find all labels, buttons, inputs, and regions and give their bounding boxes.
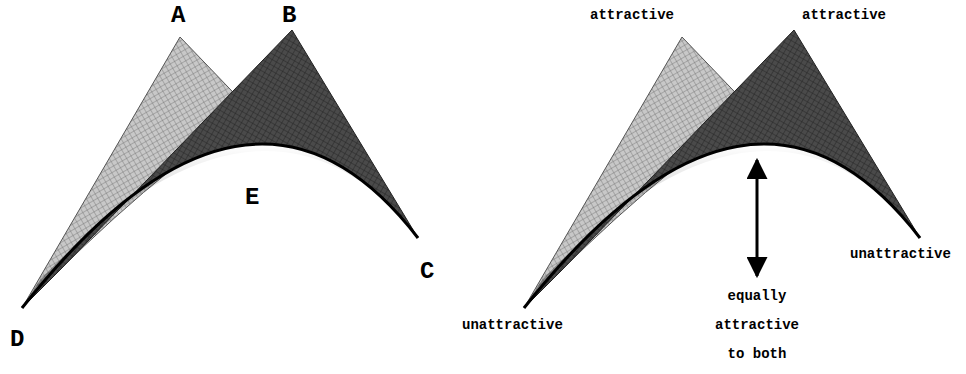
corner-note: unattractive	[462, 316, 563, 334]
landscape-right	[524, 30, 920, 308]
peak-letter: B	[282, 2, 296, 30]
landscape-left	[22, 30, 418, 308]
peak-note: attractive	[590, 6, 674, 24]
double-arrow	[756, 160, 759, 276]
peak-letter: A	[171, 2, 185, 30]
peak-note: attractive	[802, 6, 886, 24]
valley-note: equally attractive to both	[707, 282, 807, 369]
valley-letter: E	[245, 184, 259, 212]
corner-letter: C	[420, 258, 434, 286]
corner-note: unattractive	[850, 245, 951, 263]
corner-letter: D	[10, 326, 24, 354]
